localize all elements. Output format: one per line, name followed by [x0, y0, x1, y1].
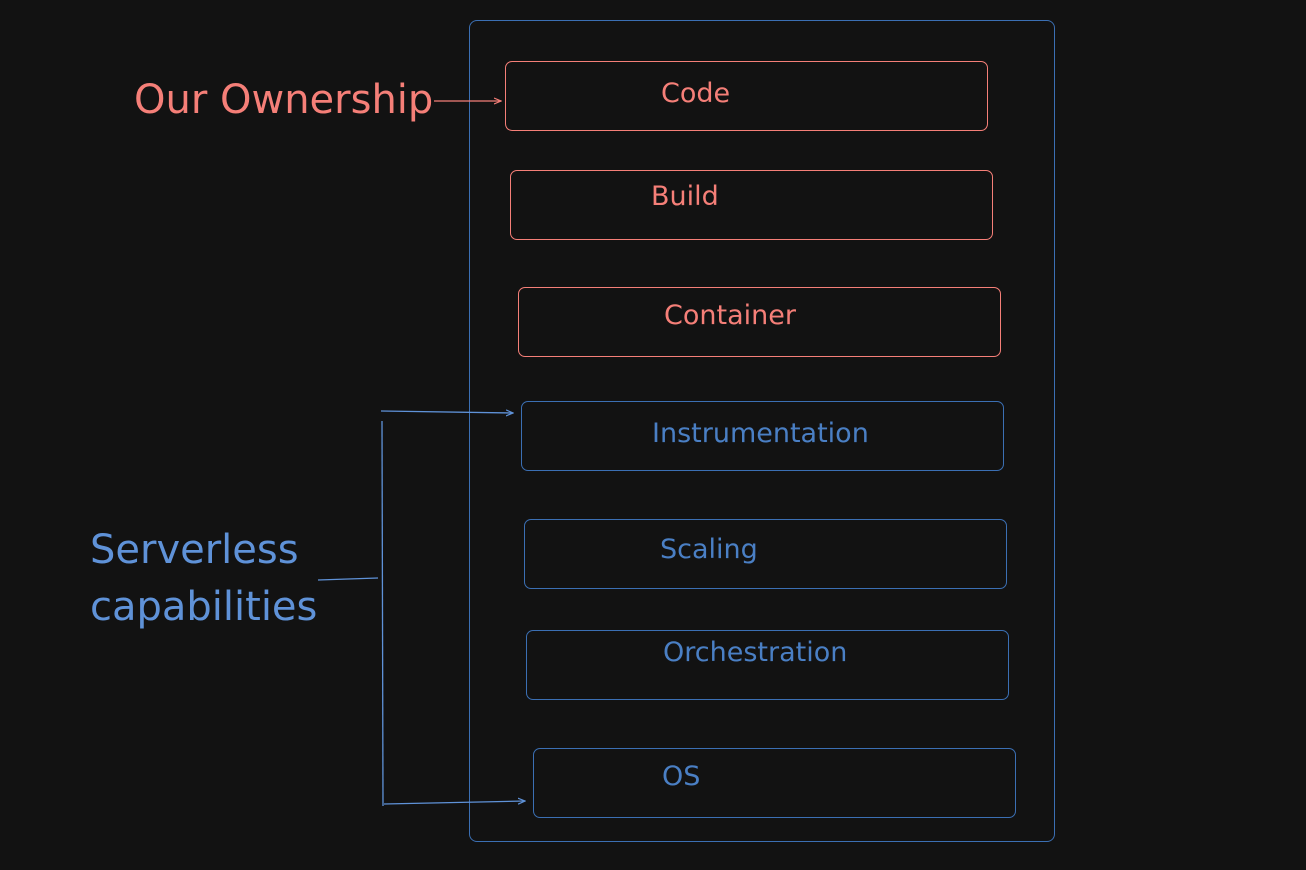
serverless-label-line2: capabilities [90, 584, 318, 630]
layer-orchestration: Orchestration [526, 630, 1009, 700]
layer-os-label: OS [662, 761, 701, 792]
stack-container [469, 20, 1055, 842]
layer-container-label: Container [664, 300, 796, 331]
ownership-label: Our Ownership [134, 77, 434, 123]
serverless-bracket-stem [317, 577, 379, 581]
serverless-label-line1: Serverless [90, 527, 299, 573]
layer-orchestration-label: Orchestration [663, 637, 848, 668]
layer-scaling: Scaling [524, 519, 1007, 589]
layer-instrumentation: Instrumentation [521, 401, 1004, 471]
layer-build: Build [510, 170, 993, 240]
layer-instrumentation-label: Instrumentation [652, 418, 869, 449]
layer-code-label: Code [661, 78, 731, 109]
layer-code: Code [505, 61, 988, 131]
layer-scaling-label: Scaling [660, 534, 758, 565]
serverless-arrow-top [380, 411, 513, 413]
serverless-label: Serverless capabilities [90, 522, 317, 636]
layer-os: OS [533, 748, 1016, 818]
layer-container: Container [518, 287, 1001, 357]
layer-build-label: Build [651, 181, 719, 212]
serverless-bracket-vertical [381, 420, 384, 807]
serverless-arrow-bottom [383, 801, 525, 804]
